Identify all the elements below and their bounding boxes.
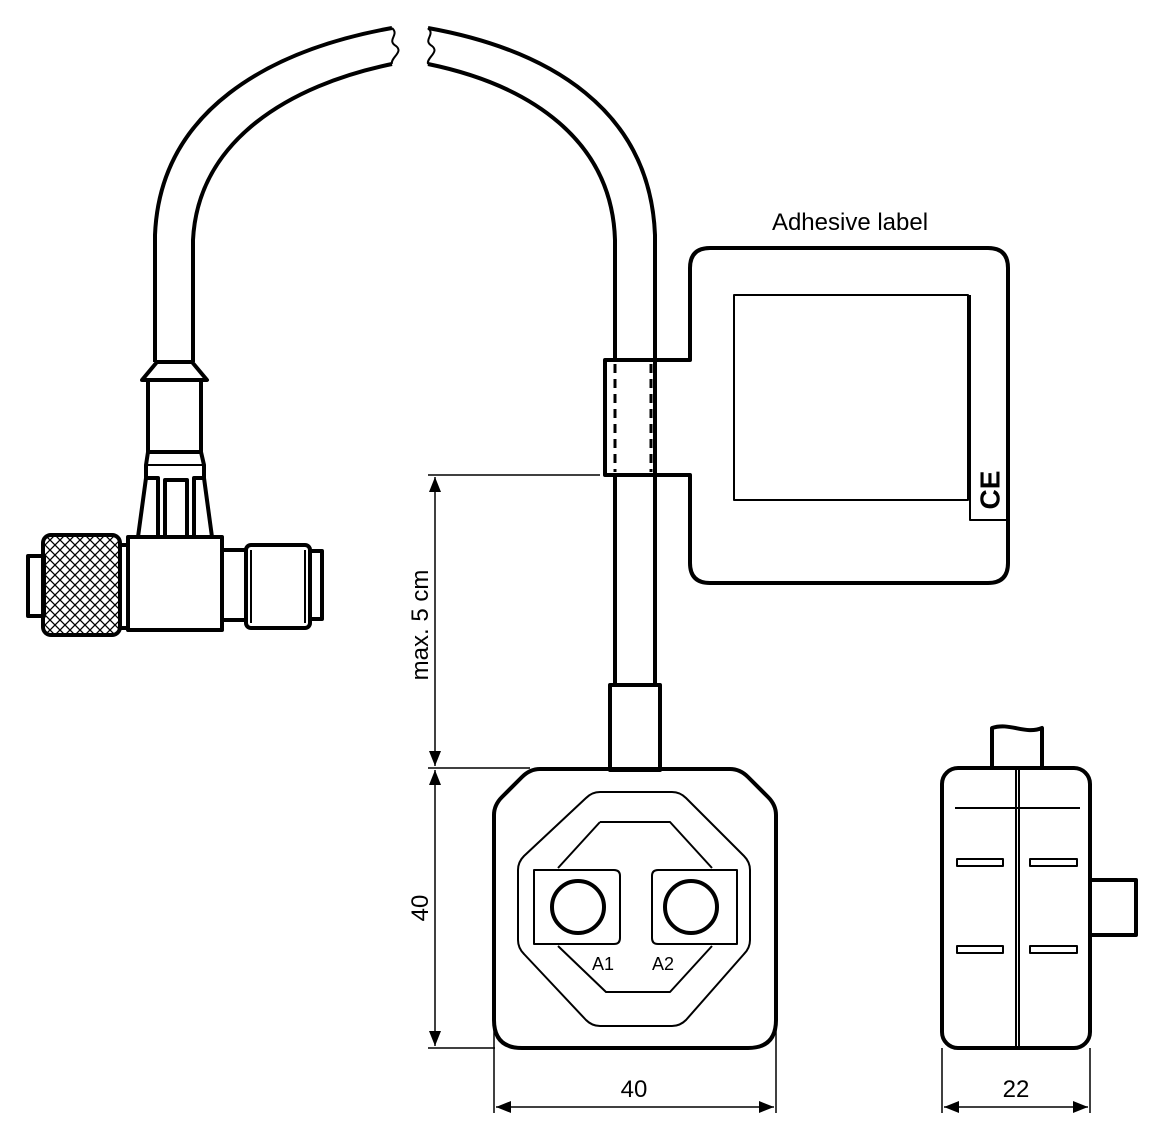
depth-dimension: 22 [1003,1076,1030,1103]
port-a1-label: A1 [592,954,614,974]
dimension-lines: max. 5 cm 40 40 22 [407,474,1091,1113]
m12-connector [26,360,324,637]
port-a1-socket [550,879,606,935]
port-a2-label: A2 [652,954,674,974]
cable [153,26,657,688]
width-dimension: 40 [621,1076,648,1103]
knurled-nut [41,533,122,637]
adhesive-label-caption: Adhesive label [772,209,928,236]
height-dimension: 40 [407,895,434,922]
cable-length-dimension: max. 5 cm [407,570,434,681]
adhesive-label: CE Adhesive label [603,209,1010,585]
splitter-side-view [940,724,1138,1050]
port-a2-socket [663,879,719,935]
ce-mark: CE [974,471,1005,510]
splitter-front-view: A1 A2 [492,683,778,1050]
